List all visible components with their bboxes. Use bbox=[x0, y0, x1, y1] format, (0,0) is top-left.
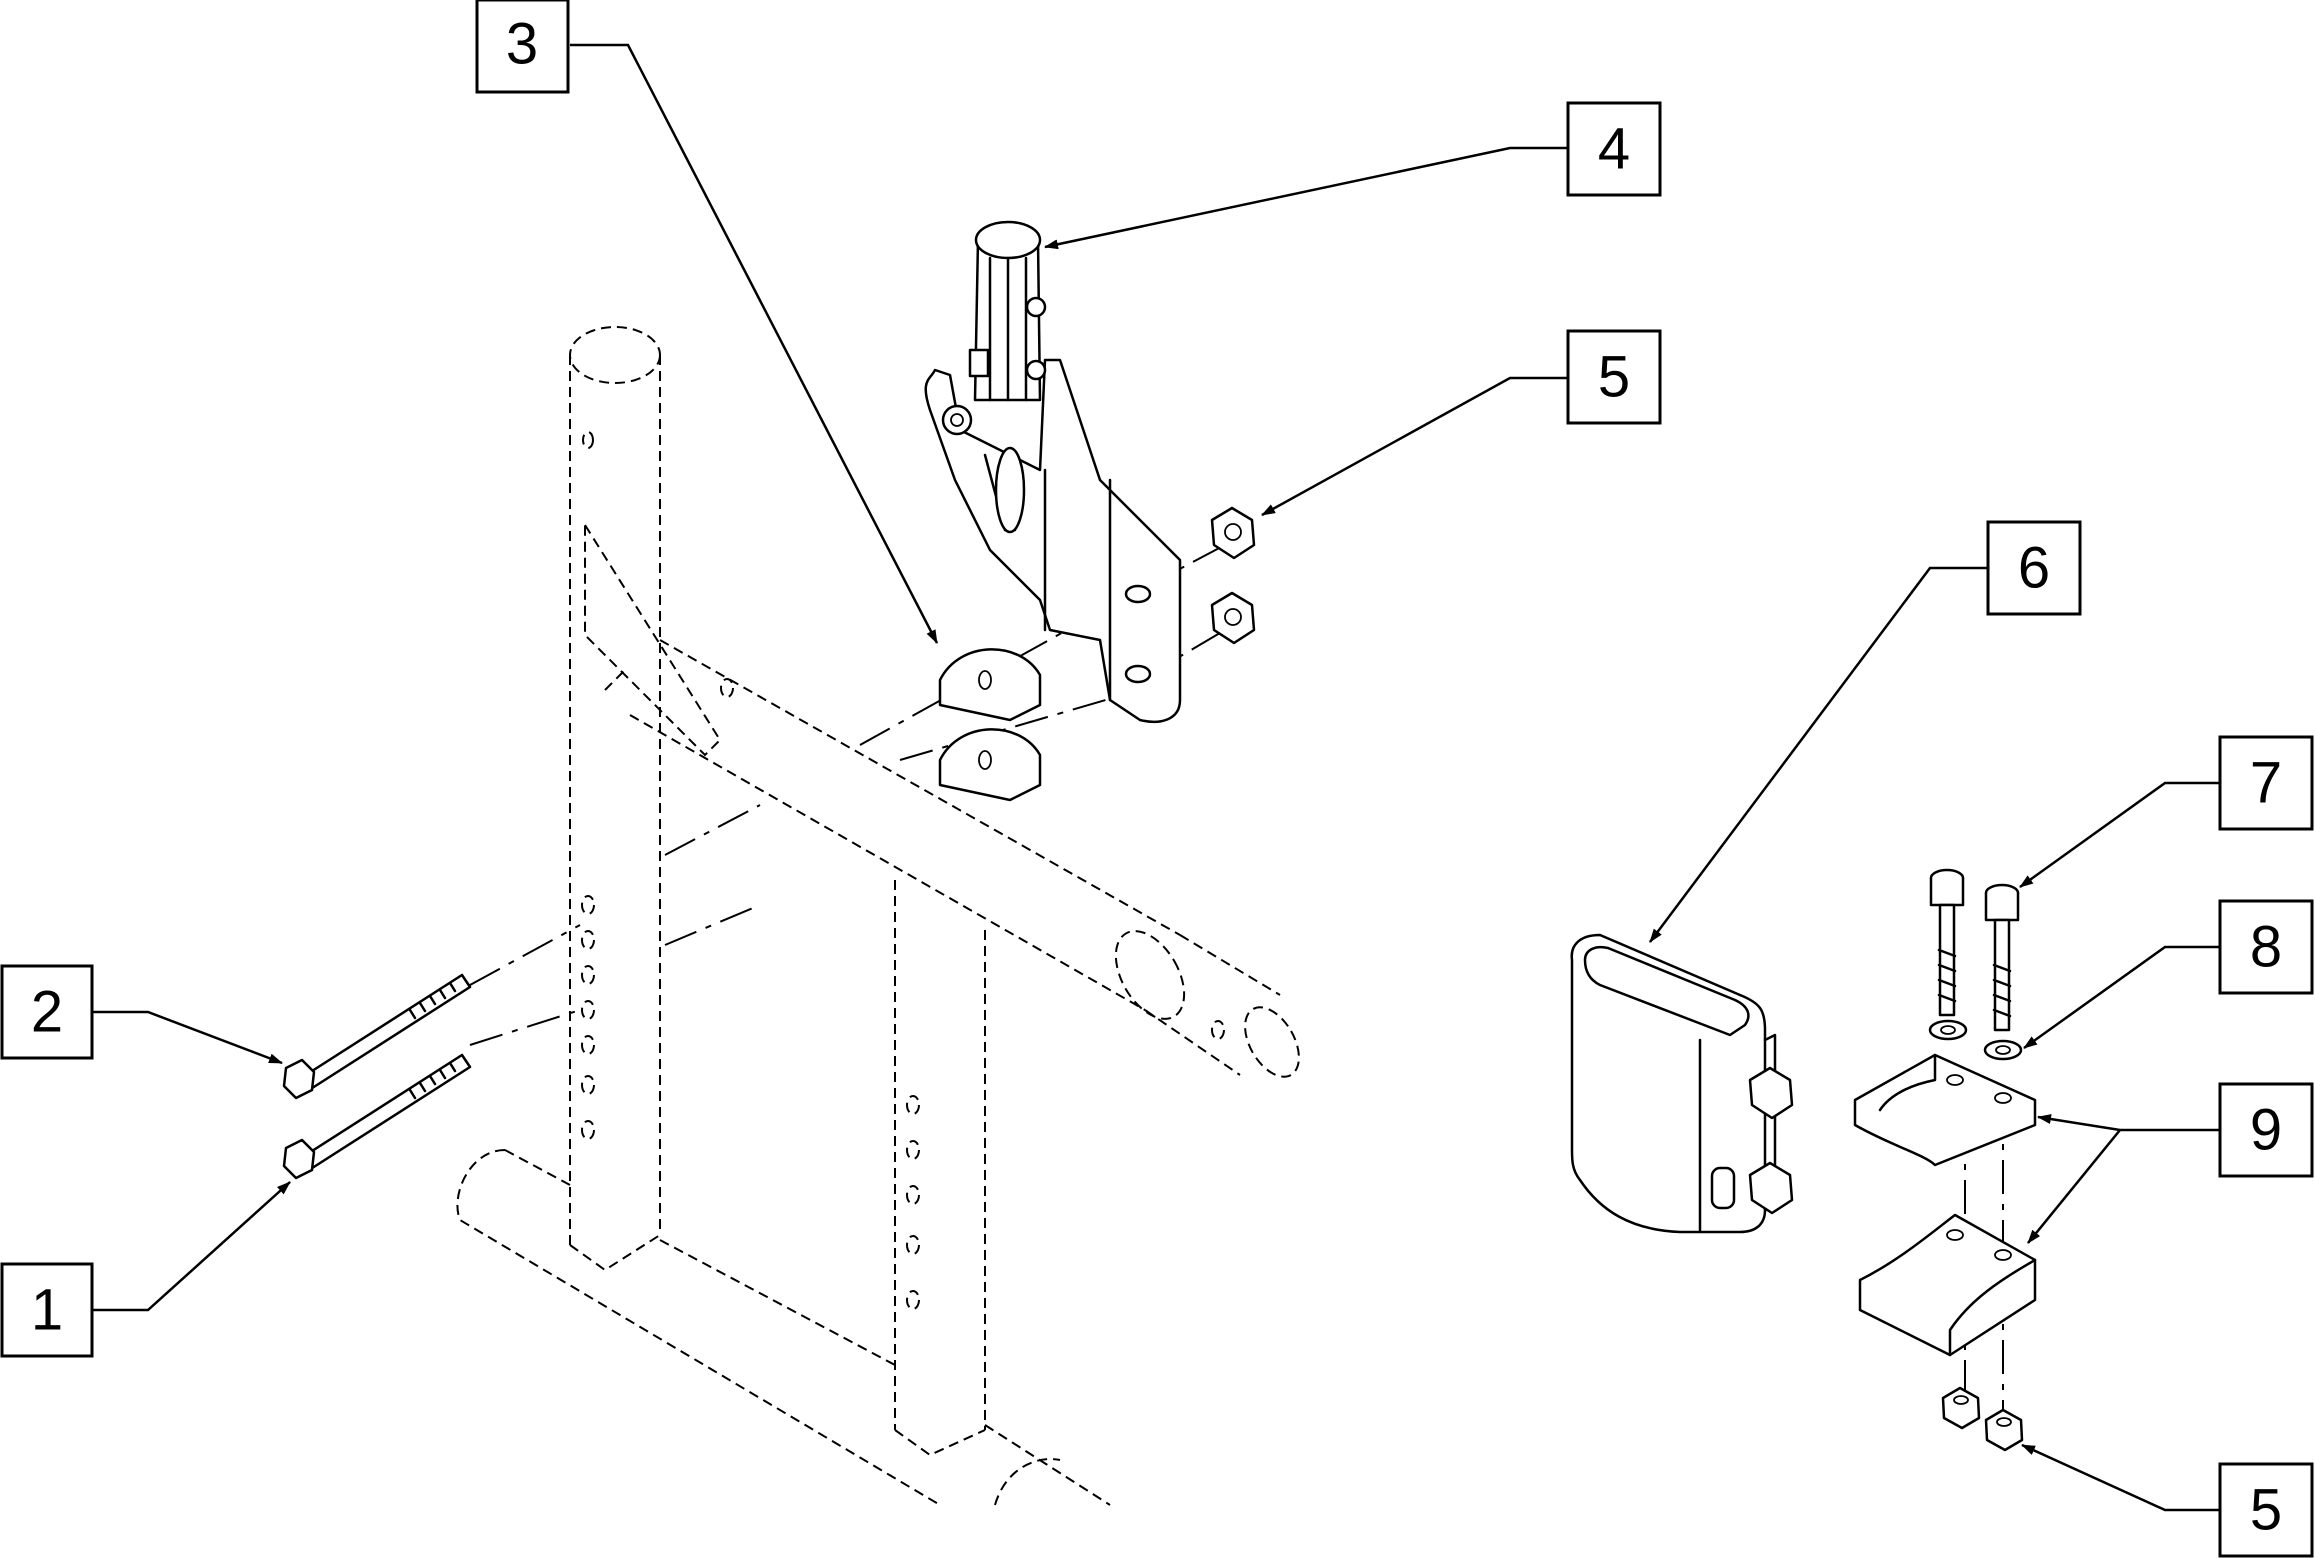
spacer-blocks bbox=[938, 648, 1042, 802]
callout-5-upper: 5 bbox=[1566, 329, 1662, 425]
callout-9: 9 bbox=[2218, 1082, 2314, 1178]
leader-5b bbox=[2021, 1443, 2220, 1512]
swing-away-bracket bbox=[924, 220, 1182, 724]
leader-lines bbox=[92, 43, 2220, 1512]
callout-6: 6 bbox=[1986, 520, 2082, 616]
hex-nuts-bracket bbox=[1210, 506, 1256, 645]
callout-5-upper-label: 5 bbox=[1598, 345, 1630, 410]
callout-4-label: 4 bbox=[1598, 117, 1630, 182]
leader-2 bbox=[92, 1010, 283, 1065]
leader-9a bbox=[2037, 1114, 2220, 1132]
wheelchair-frame-reference bbox=[456, 326, 1300, 1506]
callout-1: 1 bbox=[0, 1262, 94, 1358]
leader-4 bbox=[1044, 146, 1568, 250]
callout-8: 8 bbox=[2218, 899, 2314, 995]
assembly-axis-lines bbox=[469, 544, 2004, 1420]
leader-9b bbox=[2027, 1129, 2121, 1244]
callout-1-label: 1 bbox=[31, 1278, 63, 1343]
callout-2-label: 2 bbox=[31, 980, 63, 1045]
callout-5-lower: 5 bbox=[2218, 1462, 2314, 1558]
tube-clamp-halves bbox=[1853, 1053, 2037, 1357]
callout-8-label: 8 bbox=[2250, 915, 2282, 980]
callout-2: 2 bbox=[0, 964, 94, 1060]
leader-8 bbox=[2023, 945, 2220, 1050]
leader-7 bbox=[2019, 781, 2220, 889]
callout-6-label: 6 bbox=[2018, 536, 2050, 601]
callout-7: 7 bbox=[2218, 735, 2314, 831]
callout-7-label: 7 bbox=[2250, 751, 2282, 816]
washers bbox=[1928, 1019, 2023, 1061]
socket-cap-screws bbox=[1929, 868, 2020, 1032]
callout-3-label: 3 bbox=[506, 12, 538, 77]
callout-9-label: 9 bbox=[2250, 1098, 2282, 1163]
long-bolt-lower bbox=[282, 1053, 472, 1180]
leader-3 bbox=[570, 43, 939, 644]
receiver-housing bbox=[1570, 933, 1794, 1234]
callout-4: 4 bbox=[1566, 101, 1662, 197]
leader-6 bbox=[1648, 566, 1988, 943]
callout-3: 3 bbox=[475, 0, 570, 94]
leader-5a bbox=[1261, 376, 1568, 517]
leader-1 bbox=[92, 1181, 291, 1312]
long-bolt-upper bbox=[282, 973, 472, 1100]
hex-nuts-clamp bbox=[1941, 1386, 2024, 1452]
callout-5-lower-label: 5 bbox=[2250, 1478, 2282, 1543]
